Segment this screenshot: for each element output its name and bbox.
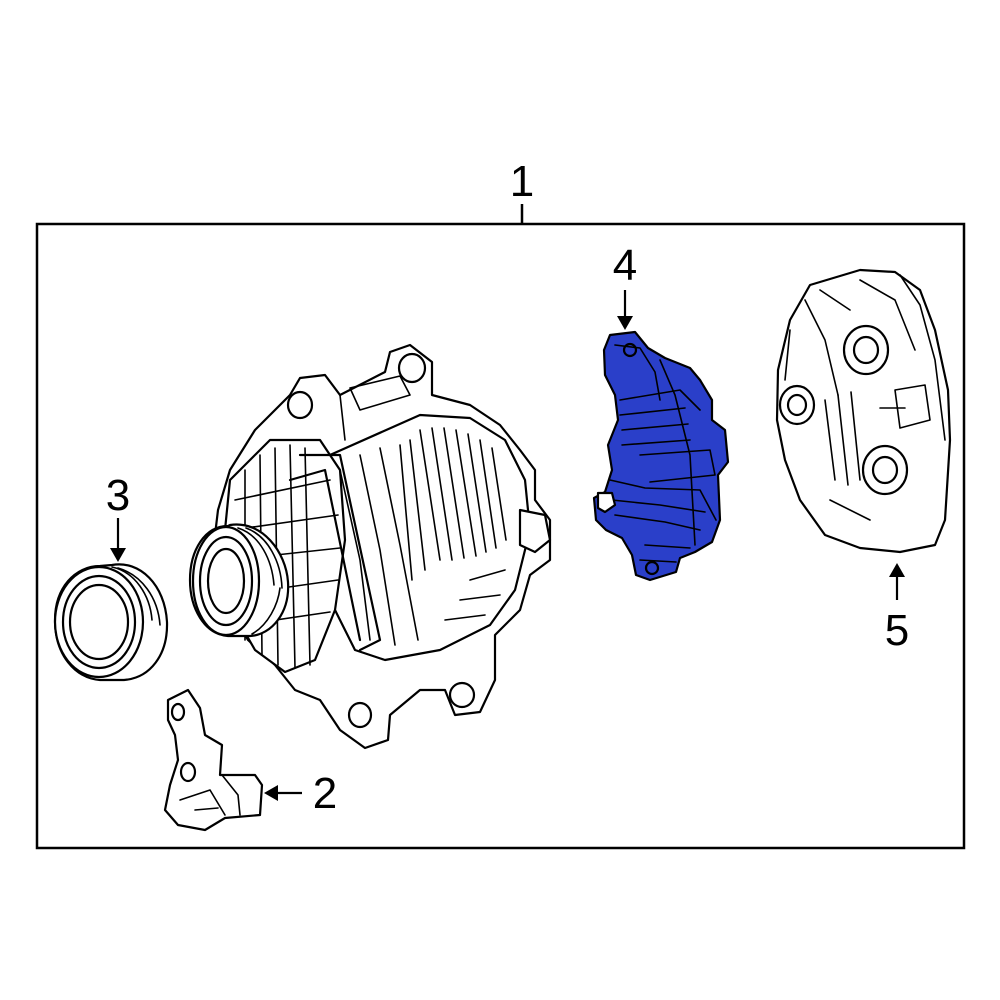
callout-4-label: 4	[613, 241, 637, 290]
callout-2[interactable]: 2	[264, 769, 337, 818]
part-2-bracket[interactable]	[163, 688, 264, 832]
assembly-frame	[35, 222, 966, 850]
callout-4[interactable]: 4	[613, 241, 637, 330]
part-5-rear-cover[interactable]	[775, 268, 952, 554]
callout-2-label: 2	[313, 769, 337, 818]
callout-3[interactable]: 3	[106, 471, 130, 562]
part-1-alternator[interactable]	[188, 343, 552, 750]
callout-5[interactable]: 5	[885, 563, 909, 655]
part-3-pulley[interactable]	[53, 563, 169, 682]
callout-5-label: 5	[885, 606, 909, 655]
part-4-voltage-regulator[interactable]	[592, 330, 730, 582]
callout-1-label: 1	[510, 157, 534, 206]
callout-1[interactable]: 1	[510, 157, 534, 224]
callout-3-label: 3	[106, 471, 130, 520]
